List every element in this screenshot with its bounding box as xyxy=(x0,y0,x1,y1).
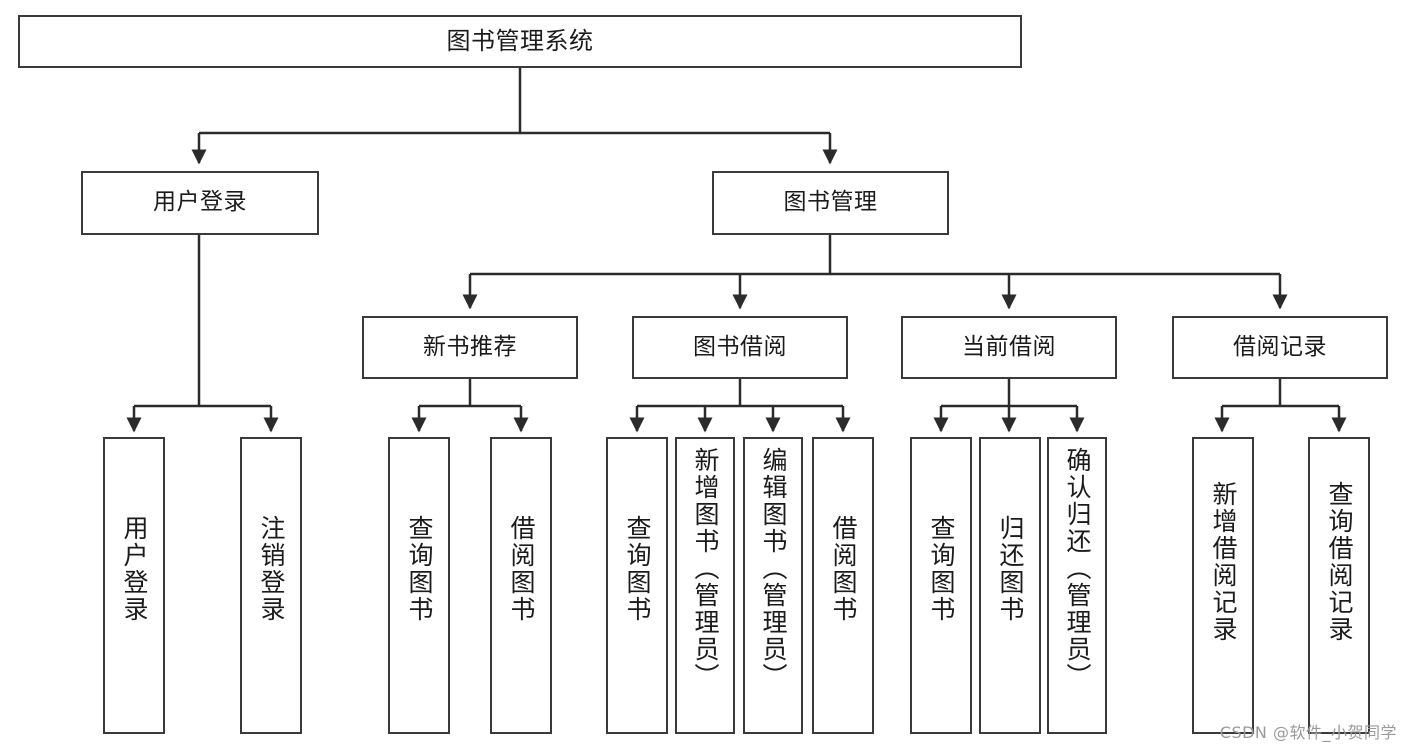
node-leaf-return-book-label: 归还图书 xyxy=(996,515,1025,623)
node-leaf-logout-login[interactable]: 注销登录 xyxy=(240,437,302,734)
node-leaf-query-record[interactable]: 查询借阅记录 xyxy=(1308,437,1370,734)
node-leaf-borrow-book-1[interactable]: 借阅图书 xyxy=(490,437,552,734)
node-leaf-add-record-label: 新增借阅记录 xyxy=(1209,481,1238,643)
node-leaf-return-book[interactable]: 归还图书 xyxy=(979,437,1041,734)
node-current-borrow[interactable]: 当前借阅 xyxy=(901,316,1117,379)
node-leaf-borrow-book-1-label: 借阅图书 xyxy=(507,515,536,623)
node-leaf-borrow-book-2-label: 借阅图书 xyxy=(829,515,858,623)
node-leaf-query-book-1[interactable]: 查询图书 xyxy=(388,437,450,734)
node-root-label: 图书管理系统 xyxy=(446,27,594,56)
node-leaf-query-book-1-label: 查询图书 xyxy=(405,515,434,623)
node-new-book-recommend[interactable]: 新书推荐 xyxy=(362,316,578,379)
node-user-login[interactable]: 用户登录 xyxy=(81,171,319,235)
node-book-manage[interactable]: 图书管理 xyxy=(712,171,949,235)
node-current-borrow-label: 当前借阅 xyxy=(962,333,1056,360)
node-book-borrow[interactable]: 图书借阅 xyxy=(632,316,848,379)
watermark-text: CSDN @软件_小贺同学 xyxy=(1219,723,1397,742)
node-leaf-query-book-2-label: 查询图书 xyxy=(623,515,652,623)
node-leaf-add-book[interactable]: 新增图书（管理员） xyxy=(675,437,735,734)
node-leaf-edit-book[interactable]: 编辑图书（管理员） xyxy=(743,437,803,734)
node-leaf-query-record-label: 查询借阅记录 xyxy=(1325,481,1354,643)
node-leaf-add-book-label: 新增图书（管理员） xyxy=(691,447,720,690)
node-borrow-record[interactable]: 借阅记录 xyxy=(1172,316,1388,379)
node-leaf-user-login[interactable]: 用户登录 xyxy=(103,437,165,734)
node-user-login-label: 用户登录 xyxy=(153,189,247,216)
node-book-borrow-label: 图书借阅 xyxy=(693,333,787,360)
node-leaf-logout-login-label: 注销登录 xyxy=(257,515,286,623)
node-leaf-borrow-book-2[interactable]: 借阅图书 xyxy=(812,437,874,734)
node-leaf-query-book-2[interactable]: 查询图书 xyxy=(606,437,668,734)
node-new-book-recommend-label: 新书推荐 xyxy=(423,333,517,360)
node-leaf-add-record[interactable]: 新增借阅记录 xyxy=(1192,437,1254,734)
node-leaf-query-book-3[interactable]: 查询图书 xyxy=(910,437,972,734)
node-book-manage-label: 图书管理 xyxy=(783,189,878,216)
node-leaf-query-book-3-label: 查询图书 xyxy=(927,515,956,623)
node-leaf-confirm-return[interactable]: 确认归还（管理员） xyxy=(1047,437,1107,734)
node-root[interactable]: 图书管理系统 xyxy=(18,15,1022,68)
node-leaf-user-login-label: 用户登录 xyxy=(120,515,149,623)
node-leaf-edit-book-label: 编辑图书（管理员） xyxy=(759,447,788,690)
node-leaf-confirm-return-label: 确认归还（管理员） xyxy=(1063,447,1092,690)
node-borrow-record-label: 借阅记录 xyxy=(1233,333,1327,360)
